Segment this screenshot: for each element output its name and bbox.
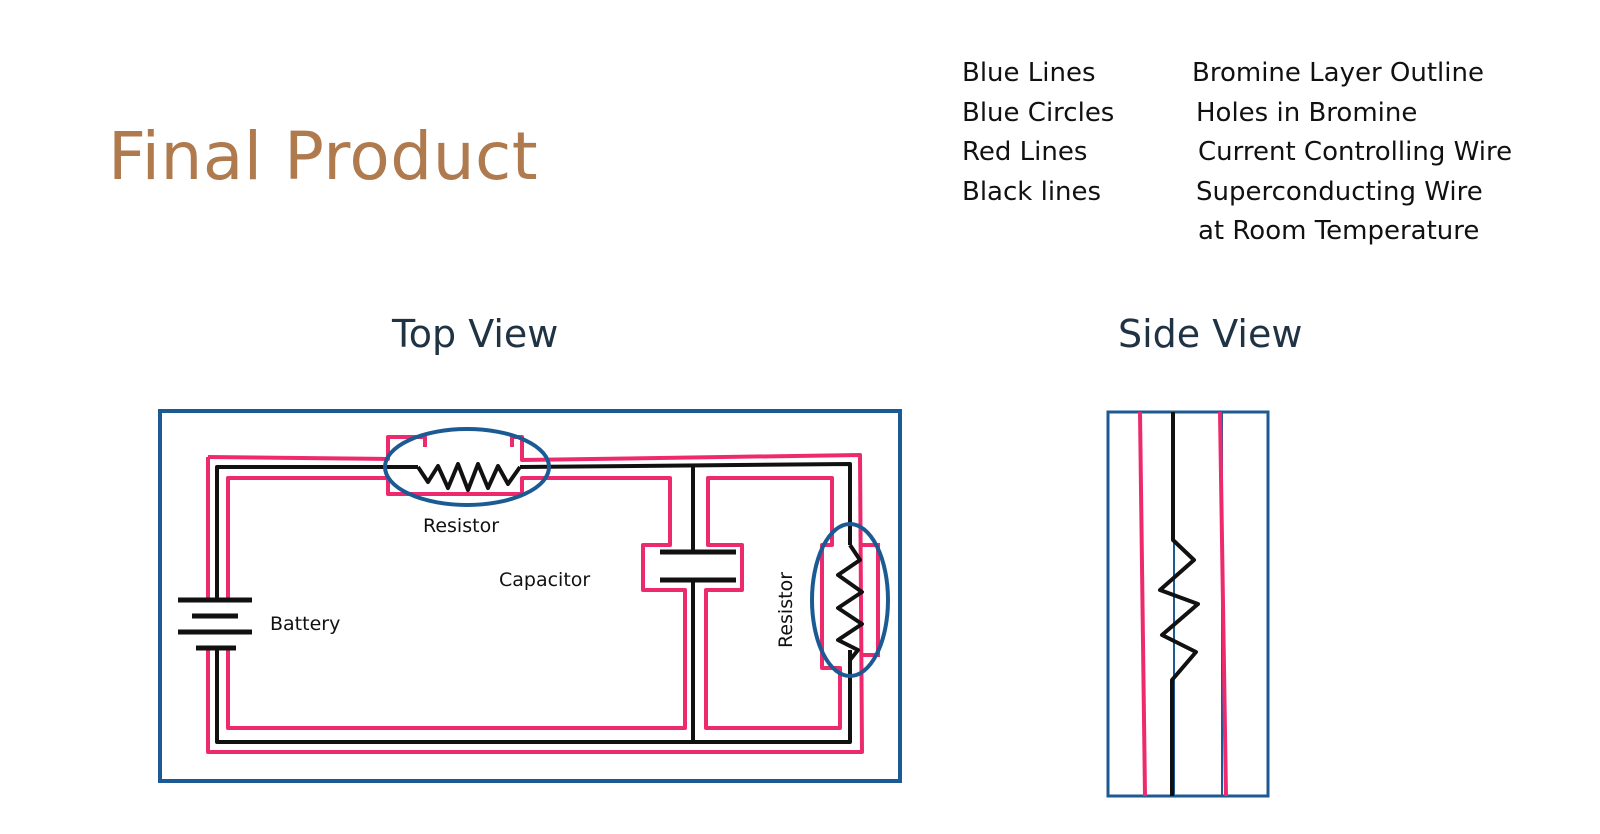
label-resistor-top: Resistor [423, 515, 499, 537]
top-view-red-wire-inner-right [704, 476, 842, 730]
side-view-red-wire-right [1218, 411, 1228, 797]
legend-key-black-lines: Black lines [962, 177, 1102, 207]
legend-key-blue-lines: Blue Lines [962, 58, 1096, 88]
legend-value-blue-lines: Bromine Layer Outline [1192, 58, 1484, 88]
label-capacitor: Capacitor [499, 569, 590, 591]
legend-value-blue-circles: Holes in Bromine [1196, 98, 1418, 128]
top-view-black-wire-main [215, 462, 852, 744]
legend: Blue Lines Bromine Layer Outline Blue Ci… [0, 0, 1600, 260]
top-view-bromine-outline [158, 409, 902, 783]
side-view-bromine-outline [1106, 410, 1270, 798]
top-view-red-wire-outer [206, 435, 864, 754]
legend-key-blue-circles: Blue Circles [962, 98, 1115, 128]
top-view-red-wire-right-ear [862, 543, 880, 657]
side-view-diagram [1106, 410, 1270, 798]
legend-value-black-lines: Superconducting Wire [1196, 177, 1483, 207]
side-view-title: Side View [1118, 312, 1303, 356]
side-view-red-wire-left [1138, 411, 1147, 797]
side-view-black-wire [1158, 412, 1200, 796]
right-resistor-zigzag [836, 543, 864, 662]
label-resistor-right: Resistor [775, 572, 797, 648]
top-view-diagram: Resistor Capacitor Battery Resistor [158, 409, 902, 783]
legend-value-continuation: at Room Temperature [1198, 216, 1480, 246]
bromine-hole-right [810, 522, 890, 678]
slide-title: Final Product [108, 118, 539, 195]
top-resistor-zigzag [416, 462, 522, 492]
legend-key-red-lines: Red Lines [962, 137, 1088, 167]
label-battery: Battery [270, 613, 340, 635]
legend-value-red-lines: Current Controlling Wire [1198, 137, 1513, 167]
bromine-hole-top [383, 427, 551, 507]
top-view-title: Top View [392, 312, 559, 356]
